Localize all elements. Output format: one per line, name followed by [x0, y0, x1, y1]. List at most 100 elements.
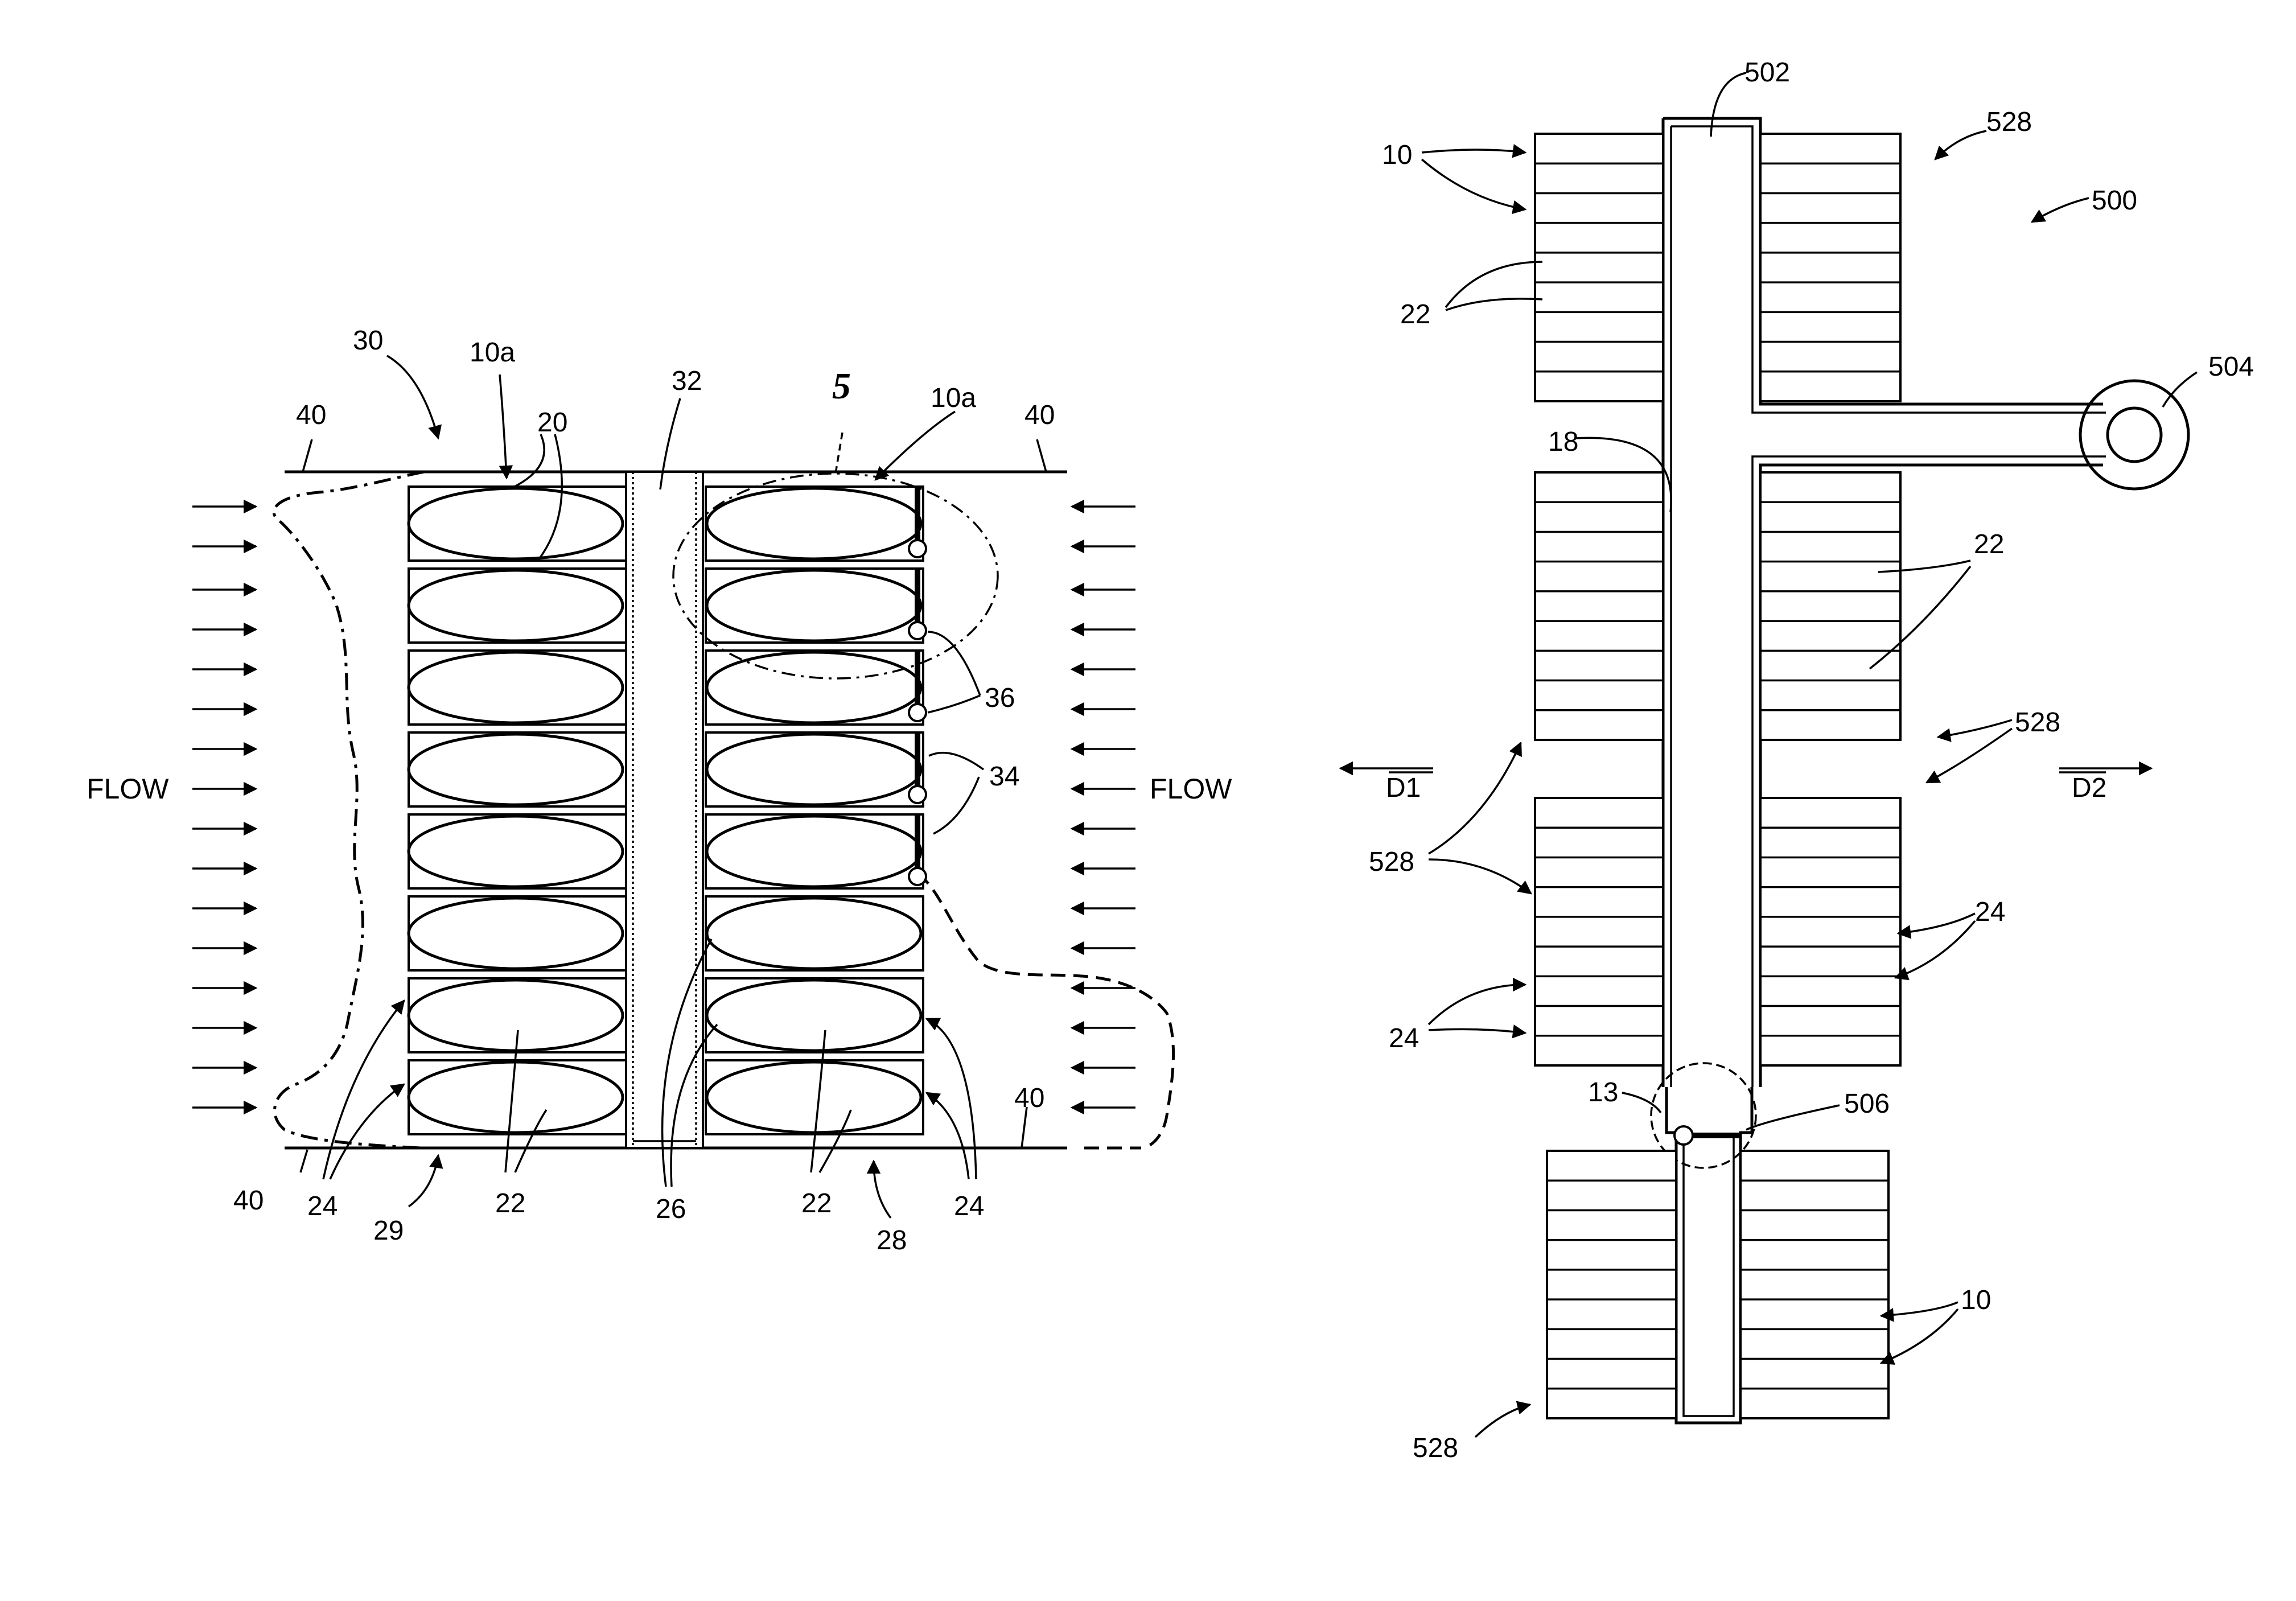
module-right-2 — [706, 569, 923, 643]
detail-leader-5 — [836, 433, 842, 474]
module-left-2 — [409, 569, 626, 643]
leader-24-c2 — [1895, 921, 1975, 978]
stack-3-left — [1535, 798, 1663, 1065]
ref-label-30: 30 — [353, 326, 383, 356]
module-stacks — [1535, 134, 1900, 1418]
module-right-7 — [706, 978, 923, 1052]
leader-10-b2 — [1881, 1309, 1958, 1363]
module-right-1 — [706, 487, 923, 561]
ref-label-22-b: 22 — [801, 1188, 832, 1219]
ref-label-528-b: 528 — [2015, 707, 2060, 738]
hinge-pin-3 — [909, 704, 926, 721]
stack-2-right — [1760, 472, 1900, 740]
hinge-pin-4 — [909, 786, 926, 803]
stack-1-right-outline — [1760, 134, 1900, 401]
ref-label-504: 504 — [2208, 352, 2254, 382]
leader-528-c1 — [1429, 743, 1521, 854]
leader-10-a2 — [1422, 159, 1525, 209]
module-right-4 — [706, 732, 923, 806]
lower-pipe-inner-wall — [1684, 1138, 1734, 1416]
stack-3-right-outline — [1760, 798, 1900, 1065]
ref-label-10-a: 10 — [1382, 140, 1412, 170]
valve-504-outer — [2080, 381, 2188, 489]
leader-10a-left — [500, 374, 507, 478]
ref-label-22-a: 22 — [495, 1188, 525, 1219]
leader-528-b1 — [1938, 720, 2012, 737]
stack-1-left — [1535, 134, 1663, 401]
ref-label-22-d: 22 — [1974, 529, 2004, 559]
flow-arrows-right — [1072, 507, 1135, 1108]
hinge-pin-2 — [909, 622, 926, 639]
ref-label-528-c: 528 — [1369, 847, 1414, 877]
ref-label-34: 34 — [989, 762, 1019, 792]
ref-label-10-b: 10 — [1961, 1285, 1991, 1315]
ref-label-13: 13 — [1588, 1077, 1618, 1108]
right-module-column — [706, 487, 923, 1134]
stack-2-left-outline — [1535, 472, 1663, 740]
ref-label-24-d: 24 — [1389, 1023, 1419, 1053]
ref-label-24-a: 24 — [307, 1191, 338, 1221]
ref-label-22-c: 22 — [1400, 299, 1430, 330]
stack-4-left-outline — [1547, 1151, 1676, 1418]
ref-label-36: 36 — [985, 683, 1015, 713]
ref-label-500: 500 — [2092, 186, 2137, 216]
module-right-3 — [706, 651, 923, 725]
ref-label-10a-left: 10a — [470, 338, 515, 368]
flow-label-right: FLOW — [1150, 773, 1232, 805]
leader-10-a1 — [1422, 150, 1525, 153]
ref-label-28: 28 — [877, 1225, 907, 1256]
module-right-8 — [706, 1060, 923, 1134]
module-left-8 — [409, 1060, 626, 1134]
right-figure: 502 528 10 500 22 504 18 22 528 D1 D2 52… — [1340, 57, 2254, 1463]
leader-504 — [2163, 372, 2197, 407]
leader-528-d — [1475, 1405, 1530, 1437]
leader-528-a — [1935, 131, 1986, 159]
direction-label-d1: D1 — [1386, 773, 1421, 803]
ref-label-20: 20 — [537, 408, 567, 438]
ref-label-29: 29 — [373, 1216, 404, 1246]
leader-34-a — [929, 753, 984, 769]
ref-label-26: 26 — [656, 1194, 686, 1224]
stack-4-right-outline — [1740, 1151, 1888, 1418]
leader-24-b2 — [927, 1093, 969, 1179]
stack-1-left-outline — [1535, 134, 1663, 401]
leader-24-c1 — [1898, 913, 1975, 933]
leader-24-d2 — [1429, 1029, 1525, 1033]
hinge-pin-5 — [909, 868, 926, 885]
ref-label-40-bottom-right: 40 — [1014, 1083, 1044, 1113]
ref-label-24-c: 24 — [1975, 897, 2005, 927]
stack-2-right-outline — [1760, 472, 1900, 740]
leader-500 — [2032, 198, 2089, 222]
leader-40-top-right — [1037, 439, 1046, 472]
stack-3-right — [1760, 798, 1900, 1065]
stack-3-left-outline — [1535, 798, 1663, 1065]
leader-36-a — [928, 632, 980, 695]
module-right-5 — [706, 814, 923, 888]
figure-ref-5: 5 — [832, 365, 851, 407]
stack-4-left — [1547, 1151, 1676, 1418]
module-right-6 — [706, 896, 923, 970]
leader-506 — [1746, 1105, 1840, 1130]
ref-label-40-top-left: 40 — [296, 400, 326, 430]
direction-label-d2: D2 — [2072, 773, 2106, 803]
stack-4-right — [1740, 1151, 1888, 1418]
ref-label-40-bottom-left: 40 — [233, 1186, 264, 1216]
left-figure: FLOW FLOW 30 10a 32 5 10a 40 40 20 36 34… — [87, 326, 1232, 1256]
leader-24-a1 — [323, 1001, 404, 1179]
ref-label-32: 32 — [672, 366, 702, 396]
ref-label-502: 502 — [1744, 57, 1790, 88]
leader-20-a — [512, 434, 544, 488]
leader-36-b — [928, 695, 980, 713]
ref-label-24-b: 24 — [954, 1191, 984, 1221]
ref-label-40-top-right: 40 — [1024, 400, 1055, 430]
module-left-5 — [409, 814, 626, 888]
valve-506-pin — [1674, 1126, 1693, 1145]
module-left-4 — [409, 732, 626, 806]
valve-504-inner — [2108, 408, 2161, 462]
module-left-1 — [409, 487, 626, 561]
leader-24-d1 — [1429, 985, 1525, 1024]
module-left-6 — [409, 896, 626, 970]
cutaway-line-left — [274, 472, 424, 1148]
leader-40-bottom-left — [301, 1150, 307, 1172]
